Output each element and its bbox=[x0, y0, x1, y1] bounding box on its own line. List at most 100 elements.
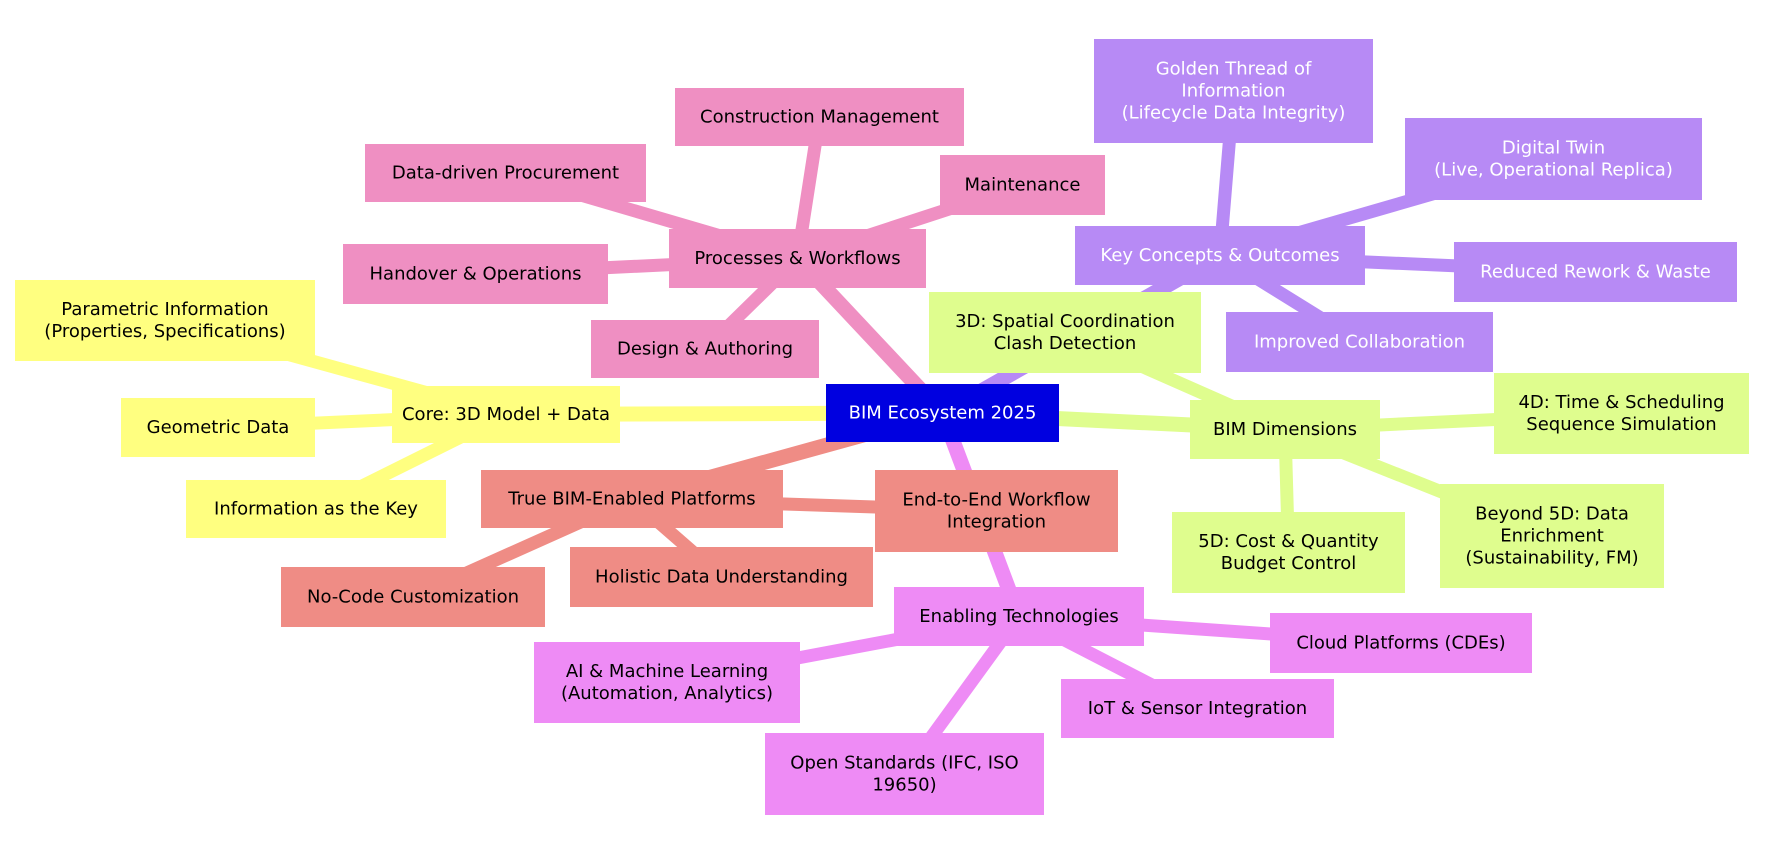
root-node-label: BIM Ecosystem 2025 bbox=[849, 403, 1037, 424]
node-tech-ai-label: (Automation, Analytics) bbox=[561, 683, 773, 704]
node-plat-nocode-label: No-Code Customization bbox=[307, 587, 519, 608]
branch-node-concepts[interactable]: Key Concepts & Outcomes bbox=[1075, 226, 1365, 285]
node-tech-cloud-box bbox=[1270, 613, 1532, 673]
node-proc-design-box bbox=[591, 320, 819, 378]
node-proc-construction-box bbox=[675, 88, 964, 146]
node-proc-procurement-box bbox=[365, 144, 646, 202]
node-dim-4d-label: Sequence Simulation bbox=[1526, 414, 1716, 435]
branch-node-platforms[interactable]: True BIM-Enabled Platforms bbox=[481, 470, 783, 528]
branch-node-technologies[interactable]: Enabling Technologies bbox=[894, 587, 1144, 646]
node-tech-ai-label: AI & Machine Learning bbox=[566, 661, 768, 682]
branch-node-core-box bbox=[392, 386, 620, 443]
node-dim-4d-box bbox=[1494, 373, 1749, 454]
node-core-information-label: Information as the Key bbox=[214, 499, 418, 520]
node-plat-e2e-label: Integration bbox=[947, 512, 1046, 533]
node-plat-holistic-box bbox=[570, 547, 873, 607]
node-tech-iot-label: IoT & Sensor Integration bbox=[1088, 698, 1307, 719]
node-dim-3d-box bbox=[929, 292, 1201, 373]
branch-node-dimensions-label: BIM Dimensions bbox=[1213, 419, 1357, 440]
node-plat-holistic[interactable]: Holistic Data Understanding bbox=[570, 547, 873, 607]
node-core-geometric[interactable]: Geometric Data bbox=[121, 398, 315, 457]
node-core-parametric[interactable]: Parametric Information(Properties, Speci… bbox=[15, 280, 315, 361]
branch-node-processes[interactable]: Processes & Workflows bbox=[669, 229, 926, 288]
node-core-information-box bbox=[186, 480, 446, 538]
node-core-parametric-label: (Properties, Specifications) bbox=[44, 321, 285, 342]
node-core-parametric-label: Parametric Information bbox=[61, 299, 268, 320]
node-concept-golden-label: (Lifecycle Data Integrity) bbox=[1122, 103, 1346, 124]
branch-node-processes-box bbox=[669, 229, 926, 288]
node-tech-open-label: Open Standards (IFC, ISO bbox=[790, 753, 1018, 774]
node-tech-cloud-label: Cloud Platforms (CDEs) bbox=[1296, 633, 1505, 654]
node-tech-ai-box bbox=[534, 642, 800, 723]
node-dim-3d-label: 3D: Spatial Coordination bbox=[955, 311, 1175, 332]
node-plat-e2e-box bbox=[875, 470, 1118, 552]
node-dim-3d-label: Clash Detection bbox=[994, 333, 1137, 354]
node-tech-ai[interactable]: AI & Machine Learning(Automation, Analyt… bbox=[534, 642, 800, 723]
node-tech-open-label: 19650) bbox=[872, 775, 936, 796]
node-dim-beyond[interactable]: Beyond 5D: DataEnrichment(Sustainability… bbox=[1440, 484, 1664, 588]
node-concept-golden-box bbox=[1094, 39, 1373, 143]
node-proc-maintenance[interactable]: Maintenance bbox=[940, 155, 1105, 215]
node-proc-handover-box bbox=[343, 244, 608, 304]
node-proc-handover[interactable]: Handover & Operations bbox=[343, 244, 608, 304]
node-dim-5d-box bbox=[1172, 512, 1405, 593]
node-tech-iot[interactable]: IoT & Sensor Integration bbox=[1061, 679, 1334, 738]
node-core-geometric-label: Geometric Data bbox=[147, 417, 290, 438]
node-dim-beyond-label: Enrichment bbox=[1500, 526, 1604, 547]
branch-node-dimensions-box bbox=[1190, 400, 1380, 459]
branch-node-processes-label: Processes & Workflows bbox=[694, 248, 900, 269]
node-concept-twin-label: Digital Twin bbox=[1502, 138, 1605, 159]
node-proc-handover-label: Handover & Operations bbox=[370, 264, 582, 285]
root-node[interactable]: BIM Ecosystem 2025 bbox=[826, 384, 1059, 442]
node-core-geometric-box bbox=[121, 398, 315, 457]
node-proc-procurement-label: Data-driven Procurement bbox=[392, 163, 619, 184]
node-dim-4d-label: 4D: Time & Scheduling bbox=[1518, 392, 1724, 413]
node-concept-golden-label: Golden Thread of bbox=[1156, 59, 1312, 80]
node-concept-collab-label: Improved Collaboration bbox=[1254, 332, 1465, 353]
node-core-information[interactable]: Information as the Key bbox=[186, 480, 446, 538]
branch-node-technologies-box bbox=[894, 587, 1144, 646]
node-dim-beyond-label: (Sustainability, FM) bbox=[1465, 548, 1638, 569]
node-tech-iot-box bbox=[1061, 679, 1334, 738]
mindmap-nodes: Parametric Information(Properties, Speci… bbox=[15, 39, 1749, 815]
node-proc-construction[interactable]: Construction Management bbox=[675, 88, 964, 146]
node-concept-twin-label: (Live, Operational Replica) bbox=[1434, 160, 1673, 181]
node-proc-maintenance-box bbox=[940, 155, 1105, 215]
node-concept-twin-box bbox=[1405, 118, 1702, 200]
branch-node-platforms-label: True BIM-Enabled Platforms bbox=[507, 489, 755, 510]
node-plat-nocode[interactable]: No-Code Customization bbox=[281, 567, 545, 627]
node-concept-collab[interactable]: Improved Collaboration bbox=[1226, 312, 1493, 372]
node-proc-maintenance-label: Maintenance bbox=[965, 175, 1081, 196]
node-proc-procurement[interactable]: Data-driven Procurement bbox=[365, 144, 646, 202]
branch-node-core-label: Core: 3D Model + Data bbox=[402, 404, 610, 425]
node-core-parametric-box bbox=[15, 280, 315, 361]
node-concept-golden-label: Information bbox=[1181, 81, 1285, 102]
node-concept-rework[interactable]: Reduced Rework & Waste bbox=[1454, 242, 1737, 302]
branch-node-core[interactable]: Core: 3D Model + Data bbox=[392, 386, 620, 443]
node-tech-cloud[interactable]: Cloud Platforms (CDEs) bbox=[1270, 613, 1532, 673]
node-concept-rework-box bbox=[1454, 242, 1737, 302]
branch-node-concepts-box bbox=[1075, 226, 1365, 285]
node-dim-5d-label: Budget Control bbox=[1221, 553, 1357, 574]
node-dim-beyond-label: Beyond 5D: Data bbox=[1475, 504, 1629, 525]
node-concept-twin[interactable]: Digital Twin(Live, Operational Replica) bbox=[1405, 118, 1702, 200]
node-plat-holistic-label: Holistic Data Understanding bbox=[595, 567, 848, 588]
branch-node-concepts-label: Key Concepts & Outcomes bbox=[1100, 245, 1339, 266]
branch-node-dimensions[interactable]: BIM Dimensions bbox=[1190, 400, 1380, 459]
node-proc-design[interactable]: Design & Authoring bbox=[591, 320, 819, 378]
node-plat-nocode-box bbox=[281, 567, 545, 627]
node-proc-design-label: Design & Authoring bbox=[617, 339, 793, 360]
node-concept-collab-box bbox=[1226, 312, 1493, 372]
node-concept-rework-label: Reduced Rework & Waste bbox=[1480, 262, 1711, 283]
node-dim-beyond-box bbox=[1440, 484, 1664, 588]
node-proc-construction-label: Construction Management bbox=[700, 107, 939, 128]
branch-node-technologies-label: Enabling Technologies bbox=[919, 606, 1118, 627]
root-node-box bbox=[826, 384, 1059, 442]
